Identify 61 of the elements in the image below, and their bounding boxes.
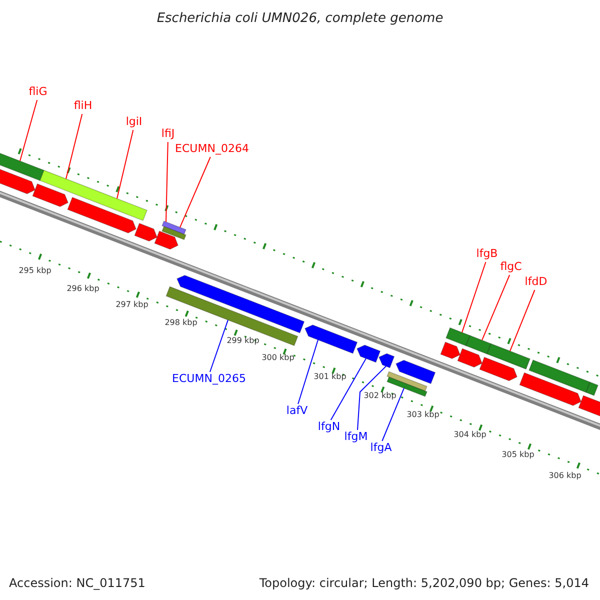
gene-feature (440, 342, 461, 360)
gene-label: lgiI (126, 115, 142, 129)
gene-label: ECUMN_0265 (172, 372, 246, 386)
gene-bar (162, 226, 186, 240)
leader-line (209, 319, 228, 372)
gene-label: fliG (28, 85, 48, 99)
gene-feature (154, 230, 179, 250)
leader-line (66, 114, 83, 180)
tick-label: 301 kbp (314, 372, 346, 382)
gene-label: lafV (286, 404, 308, 418)
tick-label: 302 kbp (364, 391, 396, 401)
gene-bar (486, 343, 531, 370)
gene-feature (304, 324, 358, 354)
leader-line (382, 388, 404, 442)
gene-label: lfgB (476, 247, 498, 261)
gene-bar (40, 170, 148, 222)
tick-label: 298 kbp (164, 318, 198, 328)
leader-line (482, 274, 510, 341)
gene-feature (378, 353, 395, 368)
leader-line (116, 130, 134, 200)
gene-label: lfiJ (161, 127, 175, 141)
tick-label: 304 kbp (454, 430, 486, 440)
gene-label: flgC (500, 260, 522, 274)
tick-label: 300 kbp (262, 353, 294, 363)
tick-label: 299 kbp (226, 336, 260, 346)
gene-feature (134, 222, 158, 242)
leader-line (357, 366, 386, 430)
leader-line (298, 339, 318, 404)
tick-label: 305 kbp (502, 450, 534, 460)
accession-text: Accession: NC_011751 (9, 575, 146, 592)
tick-label: 303 kbp (406, 410, 440, 420)
gene-bar (466, 335, 492, 354)
gene-label: lfgM (344, 430, 368, 444)
tick-label: 296 kbp (66, 284, 100, 294)
gene-label: ECUMN_0264 (175, 142, 249, 156)
gene-feature (356, 344, 381, 363)
leader-line (166, 142, 168, 222)
gene-feature (32, 183, 68, 207)
gene-bar (166, 286, 298, 346)
gene-label: lfdD (524, 275, 548, 289)
gene-feature (67, 196, 137, 234)
gene-label: fliH (74, 99, 92, 113)
gene-feature (457, 348, 483, 368)
gene-feature (395, 360, 436, 384)
leader-line (510, 290, 536, 352)
genome-info-text: Topology: circular; Length: 5,202,090 bp; Genes: 5,014 (259, 575, 589, 592)
tick-label: 306 kbp (548, 471, 582, 481)
leader-line (462, 262, 486, 333)
gene-feature (519, 372, 582, 406)
tick-label: 295 kbp (18, 266, 52, 276)
gene-label: lfgA (370, 441, 392, 455)
tick-label: 297 kbp (116, 300, 148, 310)
gene-bar (586, 382, 599, 396)
leader-line (330, 358, 366, 420)
gene-feature (479, 356, 518, 382)
gene-label: lfgN (318, 420, 340, 434)
title: Escherichia coli UMN026, complete genome (156, 10, 444, 28)
leader-line (180, 156, 211, 228)
leader-line (20, 100, 38, 162)
gene-bar (446, 327, 471, 346)
gene-bar (528, 359, 591, 393)
